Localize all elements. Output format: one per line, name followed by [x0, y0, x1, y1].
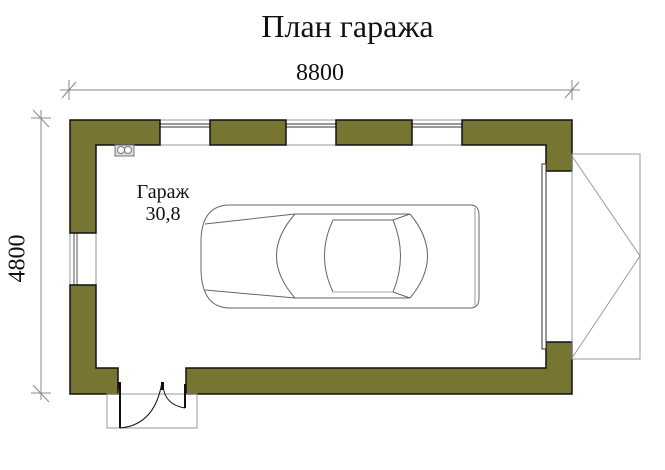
wall-top-mid-2 — [335, 119, 413, 146]
garage-door — [541, 153, 641, 360]
room-label: Гараж 30,8 — [118, 181, 208, 225]
vertical-dimension-line — [31, 109, 51, 403]
wall-bottom-left — [69, 284, 119, 395]
plan-title: План гаража — [261, 8, 434, 44]
width-dimension-label: 8800 — [296, 60, 344, 86]
top-windows — [159, 119, 463, 146]
left-window — [69, 232, 97, 286]
walls — [69, 119, 573, 395]
wall-top-mid-1 — [209, 119, 287, 146]
wall-top-right — [461, 119, 573, 172]
room-name: Гараж — [136, 181, 190, 203]
room-area: 30,8 — [145, 203, 181, 225]
wall-top-left — [69, 119, 161, 234]
car-icon — [200, 204, 480, 309]
wall-bottom-right — [185, 341, 573, 395]
entry-door — [106, 381, 198, 429]
sink-fixture — [114, 144, 135, 157]
horizontal-dimension-line — [60, 80, 580, 100]
